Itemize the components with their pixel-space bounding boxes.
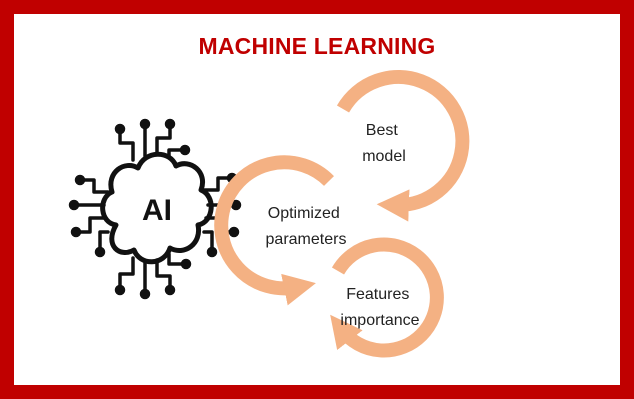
ai-text: AI <box>142 194 172 227</box>
ai-brain-circuit-icon: AI <box>68 118 242 300</box>
top-circuits <box>114 118 191 162</box>
svg-text:Best model: Best model <box>362 122 406 165</box>
bottom-circuits <box>114 252 192 300</box>
cycle-label-best-line2: model <box>362 148 406 165</box>
brain-outline <box>100 151 214 265</box>
cycle-arrow-best-model <box>336 70 470 222</box>
cycle-label-optimized-line2: parameters <box>266 231 347 248</box>
cycle-features-importance: Features importance <box>330 237 444 358</box>
left-circuits <box>68 174 110 258</box>
cycle-optimized-parameters: Optimized parameters <box>214 155 347 306</box>
page-title: MACHINE LEARNING <box>198 33 436 59</box>
cycle-label-best-line1: Best <box>366 122 399 139</box>
cycle-arrow-features-importance <box>330 237 444 358</box>
cycle-best-model: Best model <box>336 70 470 222</box>
cycle-label-features-line1: Features <box>346 286 409 303</box>
svg-text:Optimized parameters: Optimized parameters <box>266 205 347 248</box>
cycle-label-optimized-line1: Optimized <box>268 205 340 222</box>
cycle-arrow-optimized-parameters <box>214 155 334 306</box>
svg-text:Features importance: Features importance <box>340 286 419 329</box>
cycle-label-features-line2: importance <box>340 312 419 329</box>
